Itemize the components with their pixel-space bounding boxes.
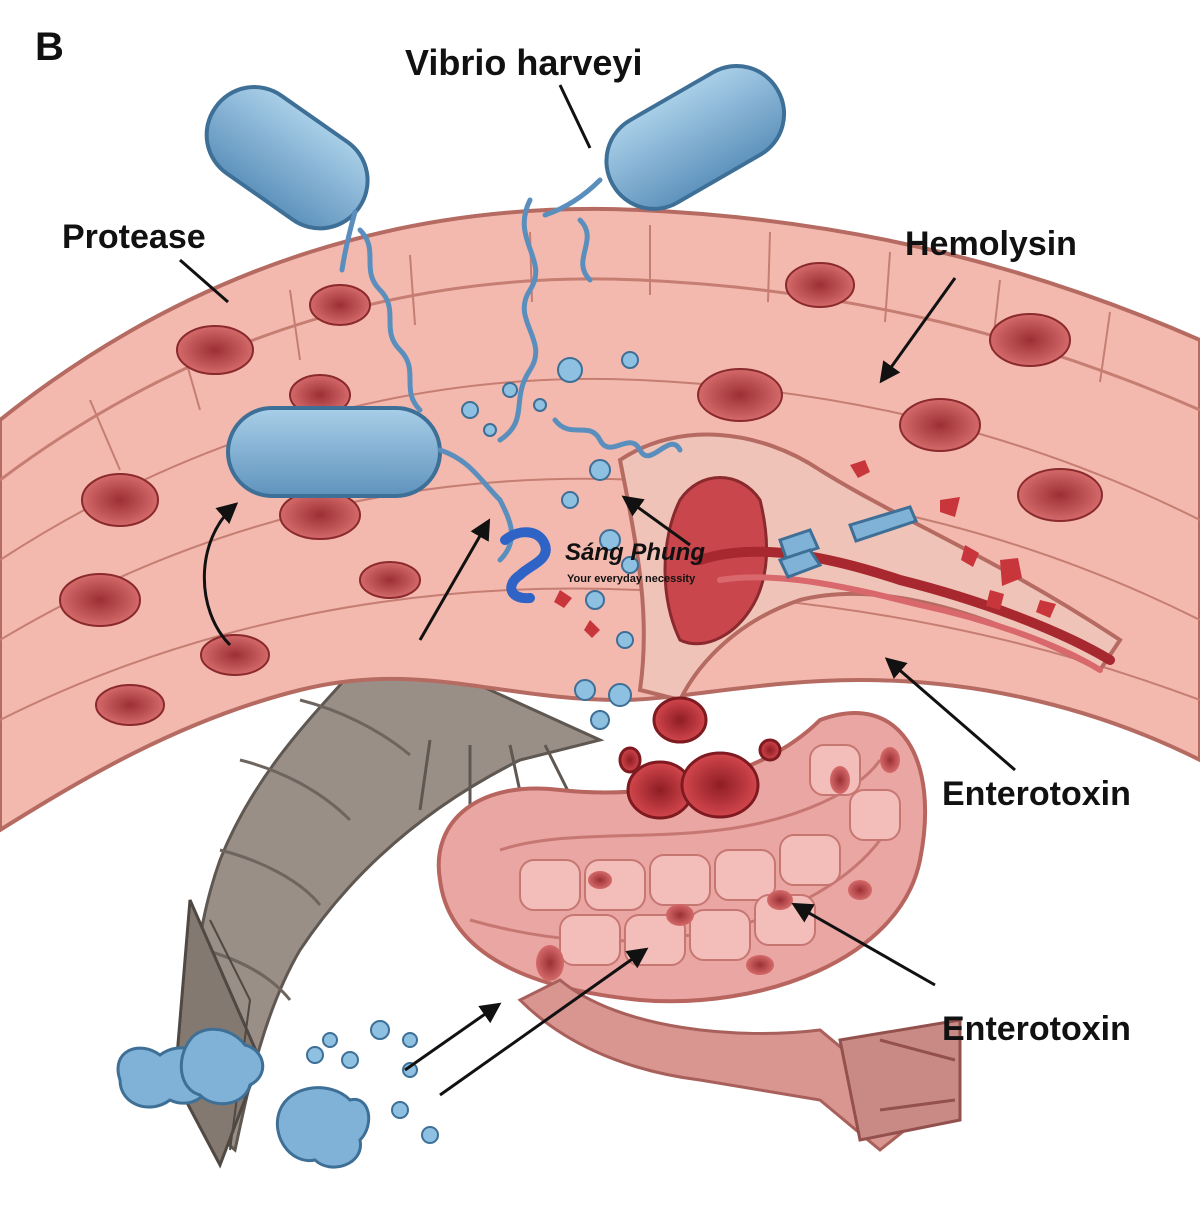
flagella [339, 177, 683, 563]
tissue-section [0, 206, 1200, 833]
label-vibrio-harveyi: Vibrio harveyi [405, 42, 642, 83]
arrow-enterotoxin-lower [791, 902, 936, 987]
panel-letter: B [35, 25, 64, 69]
arrow-curved-left [202, 502, 239, 647]
arrows [202, 277, 1016, 1097]
shrimp-legs [418, 739, 577, 820]
leader-protease [179, 258, 229, 304]
cell-nuclei [59, 262, 1103, 726]
label-enterotoxin-upper: Enterotoxin [942, 775, 1131, 813]
vibrio-rod-2 [604, 63, 787, 211]
arrow-lower-1 [404, 1002, 502, 1072]
vibrio-rod-3 [226, 406, 442, 498]
label-hemolysin: Hemolysin [905, 225, 1077, 263]
bacteria-clumps [116, 1027, 371, 1169]
blood-cells [618, 696, 782, 820]
label-protease: Protease [62, 218, 206, 256]
leader-lines [179, 84, 592, 304]
arrow-lesion-to-toxin [621, 495, 691, 547]
protease-fragments [777, 505, 919, 579]
leader-vibrio [558, 84, 592, 149]
watermark-logo: Sáng Phung Your everyday necessity [500, 527, 705, 604]
toxin-droplets [306, 351, 639, 1144]
bacteria [204, 63, 787, 498]
logo-mark [500, 527, 551, 604]
hemolysin-fragments [554, 460, 1056, 638]
arrow-up-center [418, 518, 491, 641]
intestine [436, 711, 962, 1152]
vibrio-rod-1 [204, 85, 370, 231]
label-enterotoxin-lower: Enterotoxin [942, 1010, 1131, 1048]
watermark-tagline: Your everyday necessity [567, 573, 696, 585]
arrow-lower-2 [439, 947, 649, 1097]
watermark-brand: Sáng Phung [565, 539, 705, 566]
arrow-enterotoxin-upper [884, 657, 1016, 772]
arrow-hemolysin [879, 277, 957, 384]
